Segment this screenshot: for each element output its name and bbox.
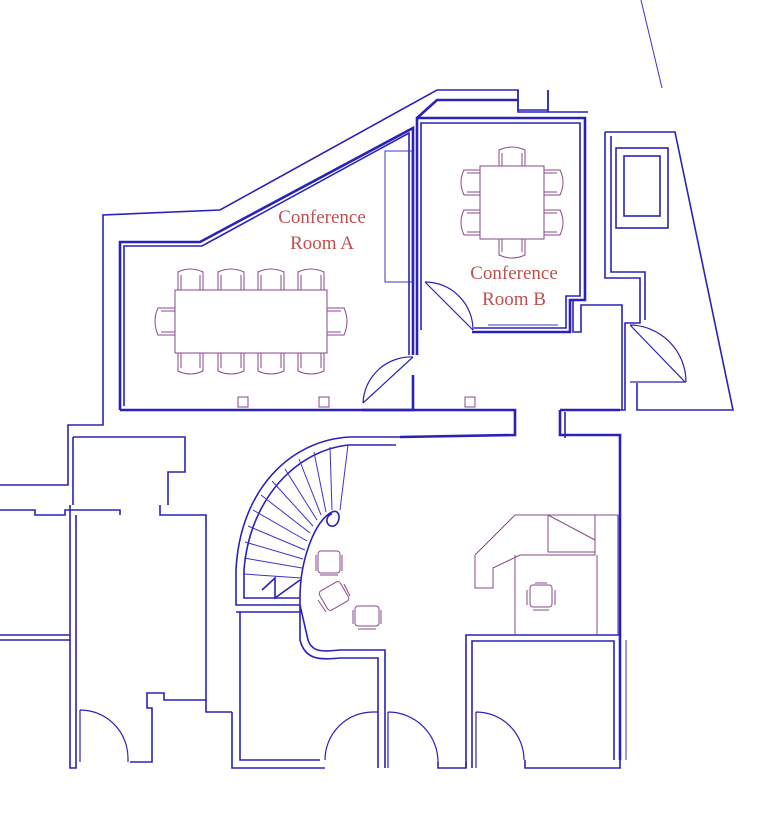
right-edge-lines	[617, 515, 627, 760]
stair-spiral	[299, 510, 340, 599]
lower-right-office	[465, 634, 621, 769]
conference-room-b-label: Conference Room B	[454, 261, 574, 313]
lower-sill	[437, 762, 467, 769]
chairs-room-a	[154, 268, 348, 375]
stair-center-rail	[299, 598, 386, 768]
right-room-box-inner	[623, 155, 661, 217]
conference-table-b	[479, 165, 545, 240]
left-office-walls	[0, 505, 121, 769]
conference-room-a-line2: Room A	[290, 233, 354, 254]
stair-arrow	[261, 576, 301, 600]
door-lower-center-2[interactable]	[387, 711, 439, 768]
door-conference-b[interactable]	[424, 281, 474, 331]
pillar	[237, 396, 249, 408]
conference-room-b-line2: Room B	[482, 289, 546, 310]
stair-treads	[243, 444, 349, 579]
exterior-wall-top-right	[640, 0, 663, 89]
door-left-office[interactable]	[79, 709, 129, 762]
pillar	[318, 396, 330, 408]
stair-outer	[235, 436, 400, 606]
corridor-north-wall	[250, 408, 622, 760]
pillar	[464, 396, 476, 408]
right-room-box-outer	[615, 147, 669, 229]
outer-wall-top-b	[517, 90, 588, 113]
right-room-inner	[610, 136, 646, 320]
conference-room-b-line1: Conference	[470, 263, 558, 284]
lobby-chairs	[315, 550, 556, 630]
credenza	[384, 150, 413, 283]
reception-desk	[474, 514, 618, 635]
conference-room-a-label: Conference Room A	[262, 205, 382, 257]
left-office-walls-2	[130, 505, 207, 763]
conference-table-a	[174, 289, 328, 354]
conference-room-b-inner-wall	[420, 122, 581, 330]
right-room-walls	[604, 131, 734, 411]
left-office-door-jamb	[205, 700, 232, 713]
lower-center-office	[231, 611, 325, 769]
outer-wall	[0, 89, 549, 486]
door-right-room[interactable]	[629, 324, 687, 383]
door-conference-a[interactable]	[362, 356, 414, 404]
conference-room-a-line1: Conference	[278, 207, 366, 228]
conference-room-b-walls	[415, 98, 587, 355]
door-lower-center[interactable]	[324, 711, 378, 761]
conference-room-a-inner-wall	[123, 131, 410, 406]
corridor-south-wall	[72, 412, 566, 505]
reception-counter	[547, 514, 596, 553]
conference-b-corridor-wall	[572, 300, 623, 410]
chairs-room-b	[460, 146, 564, 259]
door-lower-right[interactable]	[475, 711, 525, 768]
